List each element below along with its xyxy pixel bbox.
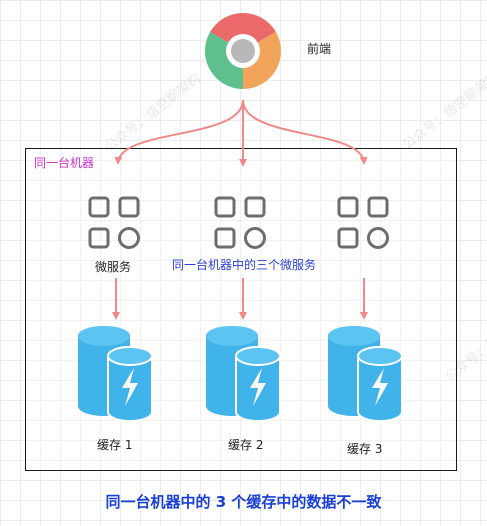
arrow-to-service-3	[242, 99, 368, 165]
three-microservices-note: 同一台机器中的三个微服务	[172, 258, 317, 272]
arrow-to-service-1	[114, 99, 244, 165]
microservice-grid-icon	[214, 196, 266, 249]
diagram-caption: 同一台机器中的 3 个缓存中的数据不一致	[105, 493, 382, 511]
chrome-browser-icon	[205, 13, 281, 89]
cache-database-icon	[206, 326, 281, 422]
cache-database-icon	[328, 326, 403, 422]
microservice-grid-icon	[337, 196, 389, 249]
service-cache-arrows	[112, 278, 368, 320]
cache-1-label: 缓存 1	[97, 438, 133, 452]
microservice-grid-icon	[88, 196, 140, 249]
cache-3-label: 缓存 3	[347, 442, 383, 456]
cache-2-label: 缓存 2	[228, 438, 264, 452]
cache-database-icon	[78, 326, 153, 422]
frontend-label: 前端	[307, 42, 332, 56]
machine-label: 同一台机器	[34, 156, 95, 170]
microservice-label: 微服务	[95, 260, 132, 274]
frontend-arrows	[114, 99, 368, 167]
